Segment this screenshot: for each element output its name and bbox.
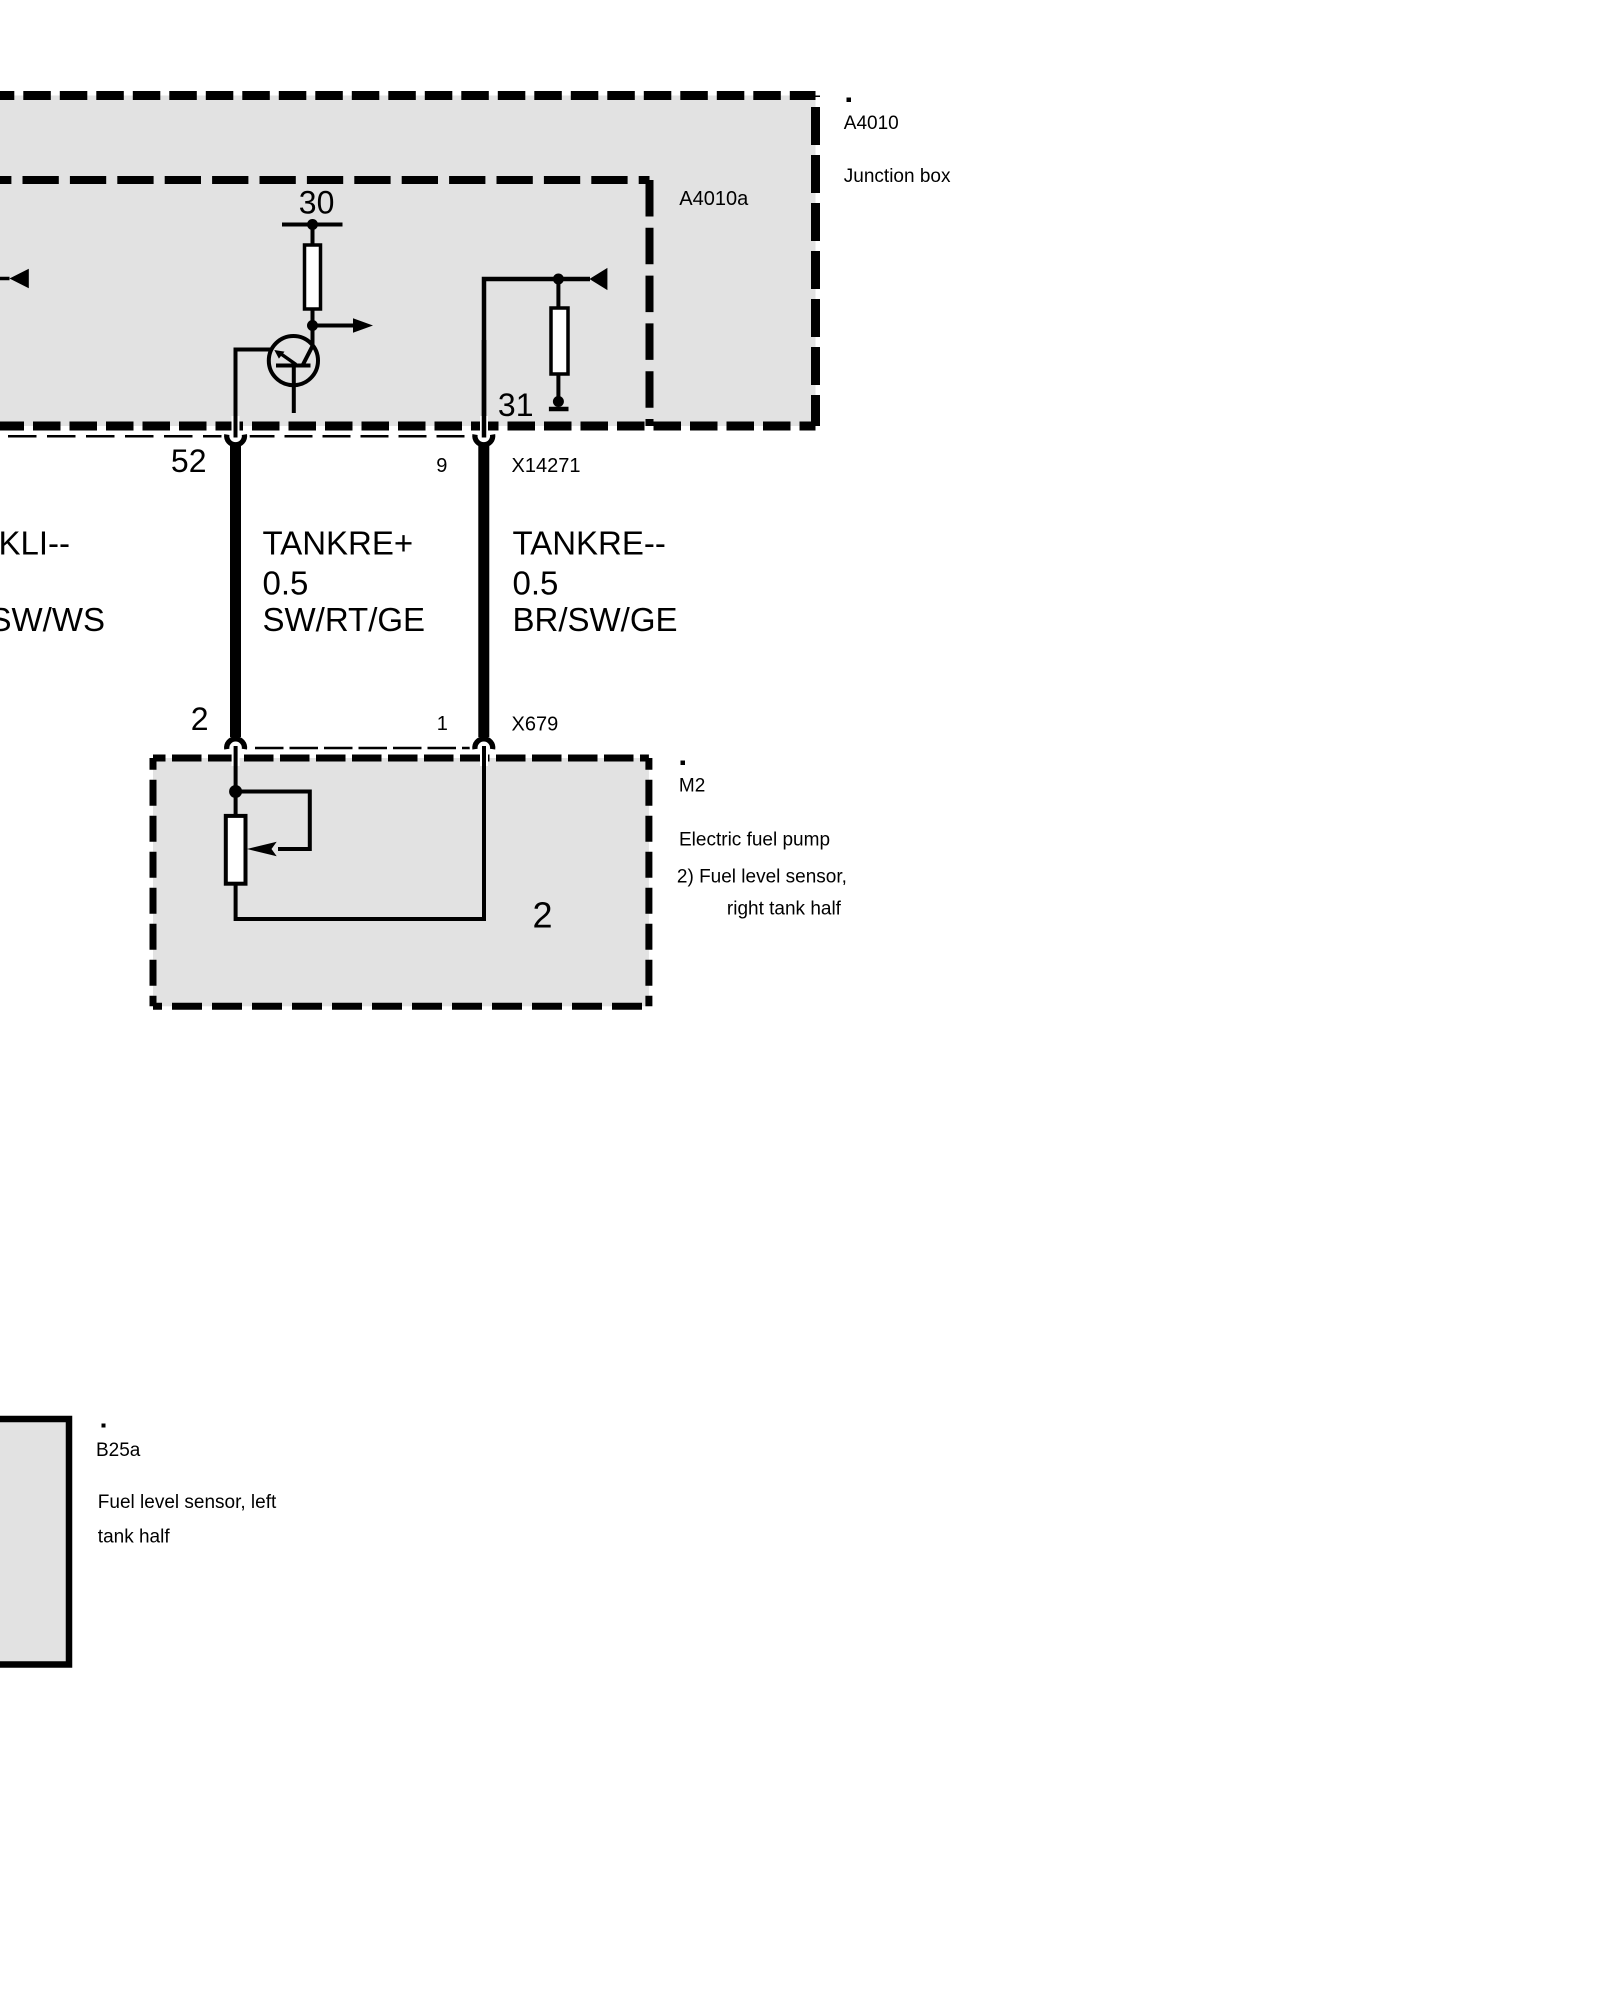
svg-text:0.5: 0.5 [263, 565, 309, 602]
svg-text:Electric fuel pump: Electric fuel pump [679, 830, 830, 851]
svg-text:0.5: 0.5 [513, 565, 559, 602]
svg-text:right tank half: right tank half [727, 899, 842, 920]
svg-text:B25a: B25a [96, 1440, 141, 1461]
svg-text:Junction box: Junction box [844, 166, 951, 187]
svg-text:X679: X679 [512, 714, 559, 736]
svg-text:Fuel level sensor, left: Fuel level sensor, left [98, 1492, 277, 1513]
svg-text:KLI--: KLI-- [0, 525, 70, 562]
svg-text:SW/WS: SW/WS [0, 601, 105, 638]
svg-text:X14271: X14271 [512, 455, 581, 477]
svg-text:2) Fuel level sensor,: 2) Fuel level sensor, [677, 867, 847, 888]
svg-text:tank half: tank half [98, 1527, 171, 1548]
svg-text:M2: M2 [679, 776, 705, 797]
svg-text:TANKRE--: TANKRE-- [513, 525, 666, 562]
svg-text:31: 31 [498, 387, 534, 423]
svg-text:BR/SW/GE: BR/SW/GE [513, 601, 678, 638]
svg-text:SW/RT/GE: SW/RT/GE [263, 601, 426, 638]
svg-text:2: 2 [191, 701, 209, 737]
svg-text:A4010: A4010 [844, 113, 899, 134]
svg-text:9: 9 [436, 455, 447, 477]
svg-text:30: 30 [299, 185, 335, 221]
svg-text:52: 52 [171, 443, 207, 479]
svg-text:1: 1 [437, 713, 448, 735]
svg-text:2: 2 [532, 895, 552, 936]
svg-text:TANKRE+: TANKRE+ [263, 525, 414, 562]
svg-text:A4010a: A4010a [679, 188, 749, 210]
